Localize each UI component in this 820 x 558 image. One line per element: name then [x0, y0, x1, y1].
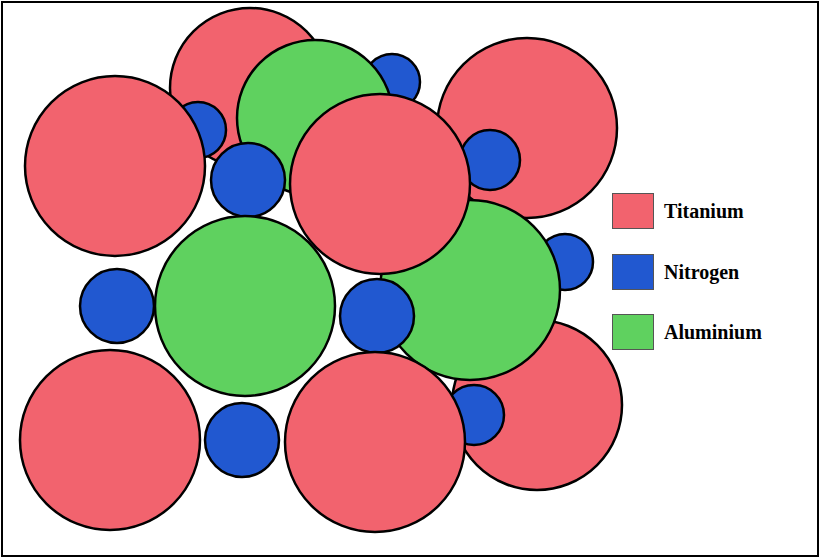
- titanium-atom: [25, 76, 205, 256]
- nitrogen-atom: [211, 143, 285, 217]
- legend-entry: Titanium: [612, 192, 744, 230]
- legend-swatch: [612, 193, 654, 229]
- aluminium-atom: [155, 216, 335, 396]
- legend-entry: Nitrogen: [612, 253, 739, 291]
- nitrogen-atom: [340, 279, 414, 353]
- legend-label: Aluminium: [664, 321, 762, 344]
- nitrogen-atom: [205, 403, 279, 477]
- titanium-atom: [290, 94, 470, 274]
- legend-entry: Aluminium: [612, 313, 762, 351]
- legend-label: Titanium: [664, 200, 744, 223]
- titanium-atom: [285, 352, 465, 532]
- titanium-atom: [20, 350, 200, 530]
- nitrogen-atom: [80, 269, 154, 343]
- legend-label: Nitrogen: [664, 261, 739, 284]
- legend-swatch: [612, 254, 654, 290]
- legend-swatch: [612, 314, 654, 350]
